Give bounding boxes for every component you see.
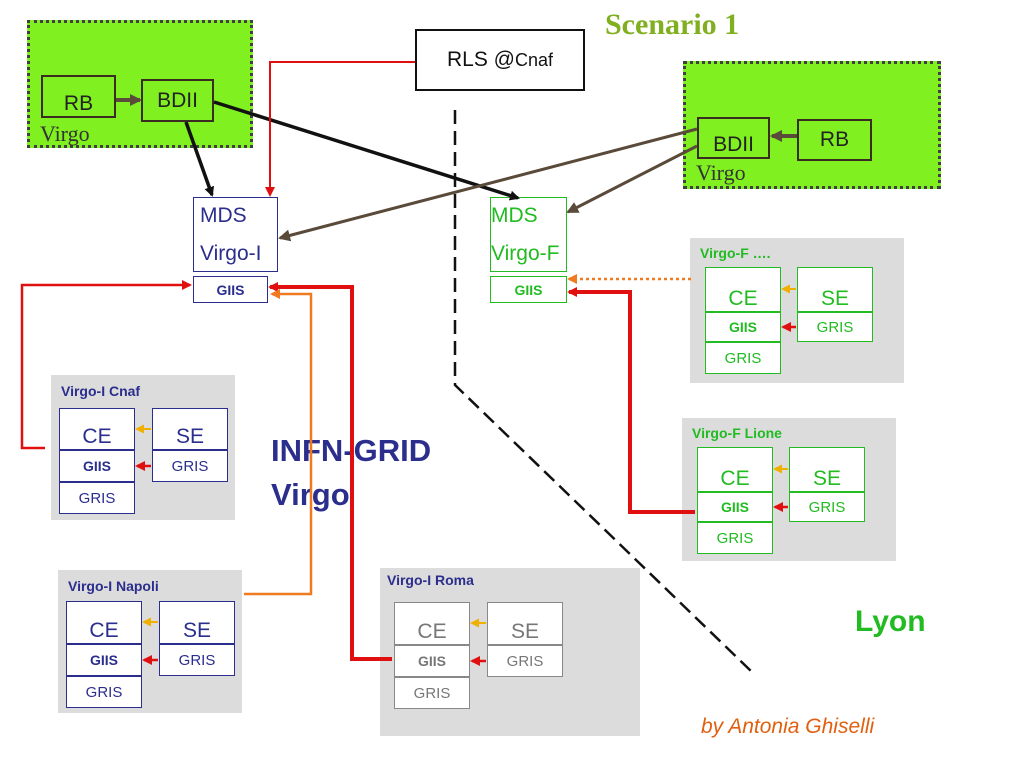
gris-label: GRIS bbox=[724, 349, 762, 367]
se-node[interactable]: SE bbox=[152, 408, 228, 450]
se-node[interactable]: SE bbox=[487, 602, 563, 645]
gris-label: GRIS bbox=[178, 651, 216, 669]
giis-label: GIIS bbox=[89, 652, 118, 668]
page-title: Scenario 1 bbox=[605, 8, 740, 41]
gris-label: GRIS bbox=[171, 457, 209, 475]
giis-label: GIIS bbox=[216, 281, 245, 298]
ce-label: CE bbox=[417, 620, 447, 643]
site-internal-arrows bbox=[135, 284, 796, 666]
ce-node[interactable]: CE bbox=[697, 447, 773, 492]
site-title: Virgo-I Roma bbox=[387, 572, 474, 588]
mds-label: MDS bbox=[200, 204, 247, 227]
virgo-label-right: Virgo bbox=[696, 160, 746, 185]
rls-site: Cnaf bbox=[514, 49, 554, 70]
se-label: SE bbox=[182, 619, 211, 642]
bdii-label: BDII bbox=[713, 133, 754, 156]
giis-label: GIIS bbox=[728, 319, 757, 335]
gris-ce-node[interactable]: GRIS bbox=[705, 342, 781, 374]
roma-to-giis bbox=[268, 282, 392, 661]
bdii-to-mds-f bbox=[213, 100, 520, 201]
virgo-rb-area-right bbox=[683, 61, 941, 189]
giis-label: GIIS bbox=[417, 653, 446, 669]
ce-node[interactable]: CE bbox=[66, 601, 142, 644]
cnaf-to-giis bbox=[20, 280, 192, 450]
giis-node[interactable]: GIIS bbox=[705, 312, 781, 342]
author-credit: by Antonia Ghiselli bbox=[701, 715, 875, 738]
site-title: Virgo-I Napoli bbox=[68, 578, 159, 594]
virgo-label-left: Virgo bbox=[40, 121, 90, 146]
rb-node-left[interactable]: RB bbox=[41, 75, 116, 118]
ce-label: CE bbox=[89, 619, 119, 642]
rls-node[interactable]: RLS @ Cnaf bbox=[415, 29, 585, 91]
virgo-rb-area-left bbox=[27, 20, 253, 148]
rls-label: RLS @ bbox=[446, 48, 515, 71]
rls-to-mds-i bbox=[265, 61, 415, 197]
gris-se-node[interactable]: GRIS bbox=[789, 492, 865, 522]
gris-label: GRIS bbox=[716, 529, 754, 547]
bdii-node-right[interactable]: BDII bbox=[697, 117, 770, 159]
gris-ce-node[interactable]: GRIS bbox=[394, 677, 470, 709]
gris-ce-node[interactable]: GRIS bbox=[66, 676, 142, 708]
giis-virgo-f[interactable]: GIIS bbox=[490, 276, 567, 303]
mds-name: Virgo-I bbox=[200, 242, 262, 265]
mds-virgo-i[interactable]: MDS Virgo-I bbox=[193, 197, 278, 272]
ce-label: CE bbox=[728, 287, 758, 310]
gris-label: GRIS bbox=[413, 684, 451, 702]
se-label: SE bbox=[510, 620, 539, 643]
se-node[interactable]: SE bbox=[159, 601, 235, 644]
giis-node[interactable]: GIIS bbox=[66, 644, 142, 676]
gris-label: GRIS bbox=[78, 489, 116, 507]
giis-label: GIIS bbox=[82, 458, 111, 474]
gris-ce-node[interactable]: GRIS bbox=[697, 522, 773, 554]
mds-label: MDS bbox=[491, 204, 538, 227]
bdii-right-to-mds-f bbox=[566, 144, 698, 214]
se-label: SE bbox=[820, 287, 849, 310]
gris-se-node[interactable]: GRIS bbox=[152, 450, 228, 482]
giis-label: GIIS bbox=[720, 499, 749, 515]
mds-name: Virgo-F bbox=[491, 242, 560, 265]
gris-label: GRIS bbox=[816, 318, 854, 336]
giis-node[interactable]: GIIS bbox=[59, 450, 135, 482]
bdii-label: BDII bbox=[157, 88, 198, 112]
mds-virgo-f[interactable]: MDS Virgo-F bbox=[490, 197, 567, 272]
bdii-node-left[interactable]: BDII bbox=[141, 79, 214, 122]
giis-label: GIIS bbox=[514, 281, 543, 298]
bdii-to-mds-i bbox=[184, 121, 215, 197]
gris-label: GRIS bbox=[808, 498, 846, 516]
gris-label: GRIS bbox=[85, 683, 123, 701]
gris-se-node[interactable]: GRIS bbox=[487, 645, 563, 677]
napoli-to-giis bbox=[244, 289, 313, 596]
gris-se-node[interactable]: GRIS bbox=[797, 312, 873, 342]
site-title: Virgo-F Lione bbox=[692, 425, 782, 441]
gris-se-node[interactable]: GRIS bbox=[159, 644, 235, 676]
se-label: SE bbox=[175, 425, 204, 448]
ce-label: CE bbox=[82, 425, 112, 448]
bdii-right-to-mds-i bbox=[278, 127, 698, 242]
giis-node[interactable]: GIIS bbox=[394, 645, 470, 677]
rb-label: RB bbox=[819, 128, 850, 151]
site-title: Virgo-F …. bbox=[700, 245, 771, 261]
rb-node-right[interactable]: RB bbox=[797, 119, 872, 161]
lyon-label: Lyon bbox=[855, 605, 926, 638]
site-title: Virgo-I Cnaf bbox=[61, 383, 141, 399]
gris-label: GRIS bbox=[506, 652, 544, 670]
se-label: SE bbox=[812, 467, 841, 490]
ce-label: CE bbox=[720, 467, 750, 490]
gris-ce-node[interactable]: GRIS bbox=[59, 482, 135, 514]
se-node[interactable]: SE bbox=[797, 267, 873, 312]
giis-node[interactable]: GIIS bbox=[697, 492, 773, 522]
lione-to-giis bbox=[567, 287, 695, 514]
rb-label: RB bbox=[63, 92, 94, 115]
giis-virgo-i[interactable]: GIIS bbox=[193, 276, 268, 303]
se-node[interactable]: SE bbox=[789, 447, 865, 492]
ce-node[interactable]: CE bbox=[59, 408, 135, 450]
region-boundary bbox=[453, 110, 753, 673]
ce-node[interactable]: CE bbox=[394, 602, 470, 645]
ce-node[interactable]: CE bbox=[705, 267, 781, 312]
